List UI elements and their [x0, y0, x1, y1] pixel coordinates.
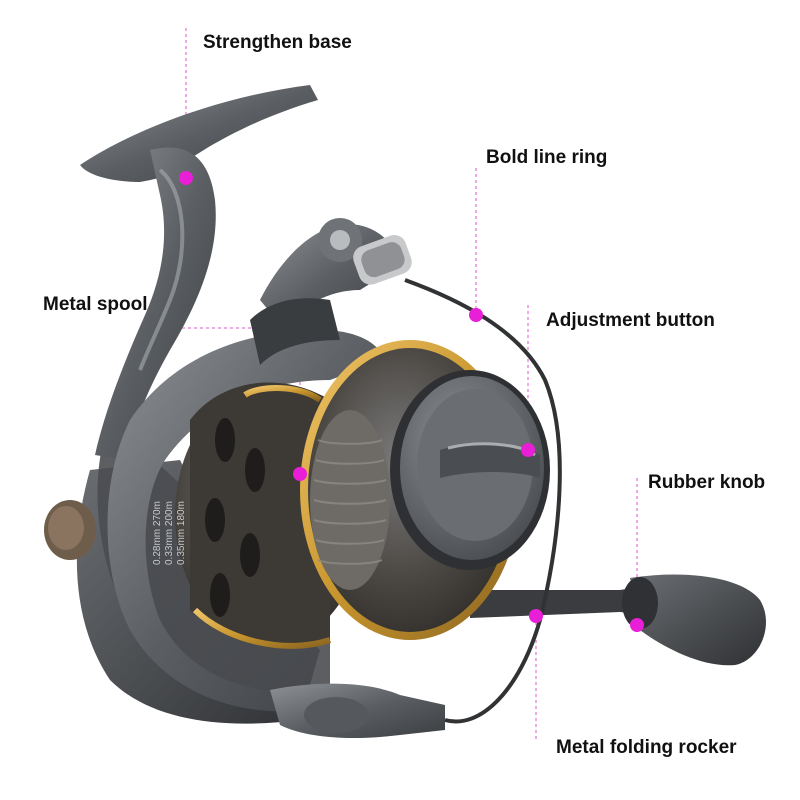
rubber-knob-shape — [630, 574, 766, 666]
bail-wire — [404, 278, 562, 724]
dot-rubber-knob — [630, 618, 644, 632]
spool-marking-line-2: 0.33mm 200m — [164, 501, 175, 565]
callout-dots — [179, 171, 644, 632]
spool-marking-line-3: 0.35mm 180m — [176, 501, 187, 565]
crank-handle — [470, 574, 766, 666]
label-strengthen-base: Strengthen base — [203, 32, 352, 53]
dot-metal-folding-rocker — [529, 609, 543, 623]
label-rubber-knob: Rubber knob — [648, 472, 766, 493]
dot-bold-line-ring — [469, 308, 483, 322]
dot-strengthen-base — [179, 171, 193, 185]
spool-markings: 0.28mm 270m 0.33mm 200m 0.35mm 180m — [152, 501, 187, 565]
label-metal-spool: Metal spool — [43, 294, 148, 315]
dot-adjustment-button — [521, 443, 535, 457]
spool-marking-line-1: 0.28mm 270m — [152, 501, 163, 565]
label-metal-folding-rocker: Metal folding rocker — [556, 737, 737, 758]
rotor — [107, 224, 445, 738]
dot-metal-spool — [293, 467, 307, 481]
label-adjustment-button: Adjustment button — [546, 310, 715, 331]
label-bold-line-ring: Bold line ring — [486, 147, 608, 168]
line-roller — [318, 218, 412, 285]
reel-foot — [80, 85, 318, 460]
drag-adjustment-cap — [390, 370, 550, 570]
